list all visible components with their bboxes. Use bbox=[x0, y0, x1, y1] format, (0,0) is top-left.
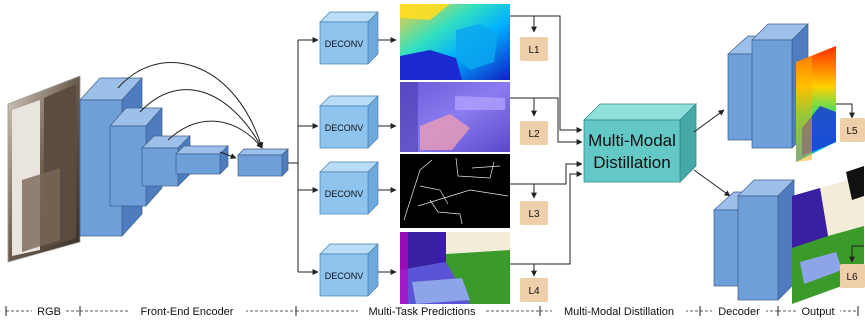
loss-label: L6 bbox=[846, 272, 858, 283]
deconv-label: DECONV bbox=[325, 189, 364, 199]
deconv-block-1: DECONV bbox=[319, 11, 379, 65]
stage-label-output: Output bbox=[801, 306, 834, 318]
loss-box-l2: L2 bbox=[520, 121, 548, 145]
stage-label-encoder: Front-End Encoder bbox=[141, 306, 234, 318]
stage-ruler: RGB Front-End Encoder Multi-Task Predict… bbox=[5, 304, 859, 318]
decoder-lower bbox=[713, 179, 795, 301]
distillation-label-line2: Distillation bbox=[593, 153, 670, 172]
rgb-input-image bbox=[7, 75, 81, 263]
loss-box-l5: L5 bbox=[840, 118, 865, 142]
branch-arrows bbox=[288, 37, 319, 275]
edge-prediction-map bbox=[400, 154, 510, 228]
front-end-encoder bbox=[79, 77, 289, 237]
stage-label-rgb: RGB bbox=[37, 306, 61, 318]
loss-box-l1: L1 bbox=[520, 37, 548, 61]
loss-box-l3: L3 bbox=[520, 201, 548, 225]
surface-normal-prediction-map bbox=[400, 82, 510, 152]
prediction-to-distillation-arrows bbox=[510, 15, 583, 265]
loss-box-l4: L4 bbox=[520, 278, 548, 302]
depth-prediction-map bbox=[400, 4, 510, 80]
deconv-label: DECONV bbox=[325, 271, 364, 281]
deconv-to-prediction-arrows bbox=[378, 37, 397, 275]
multi-modal-distillation-block: Multi-Modal Distillation bbox=[583, 103, 697, 183]
deconv-label: DECONV bbox=[325, 123, 364, 133]
output-depth-map bbox=[796, 46, 836, 162]
deconv-label: DECONV bbox=[325, 39, 364, 49]
segmentation-prediction-map bbox=[400, 232, 510, 304]
distillation-to-decoder-arrows bbox=[693, 109, 731, 197]
stage-label-decoder: Decoder bbox=[718, 306, 760, 318]
distillation-label-line1: Multi-Modal bbox=[588, 131, 676, 150]
deconv-block-2: DECONV bbox=[319, 95, 379, 149]
stage-label-predictions: Multi-Task Predictions bbox=[369, 306, 476, 318]
loss-label: L2 bbox=[528, 129, 540, 140]
stage-label-distillation: Multi-Modal Distillation bbox=[564, 306, 674, 318]
deconv-block-4: DECONV bbox=[319, 243, 379, 297]
loss-label: L4 bbox=[528, 286, 540, 297]
skip-connection-arcs bbox=[117, 62, 264, 159]
deconv-block-3: DECONV bbox=[319, 161, 379, 215]
loss-box-l6: L6 bbox=[840, 264, 865, 288]
loss-label: L3 bbox=[528, 209, 540, 220]
output-to-loss-arrows bbox=[836, 103, 864, 263]
loss-label: L1 bbox=[528, 45, 540, 56]
loss-label: L5 bbox=[846, 126, 858, 137]
